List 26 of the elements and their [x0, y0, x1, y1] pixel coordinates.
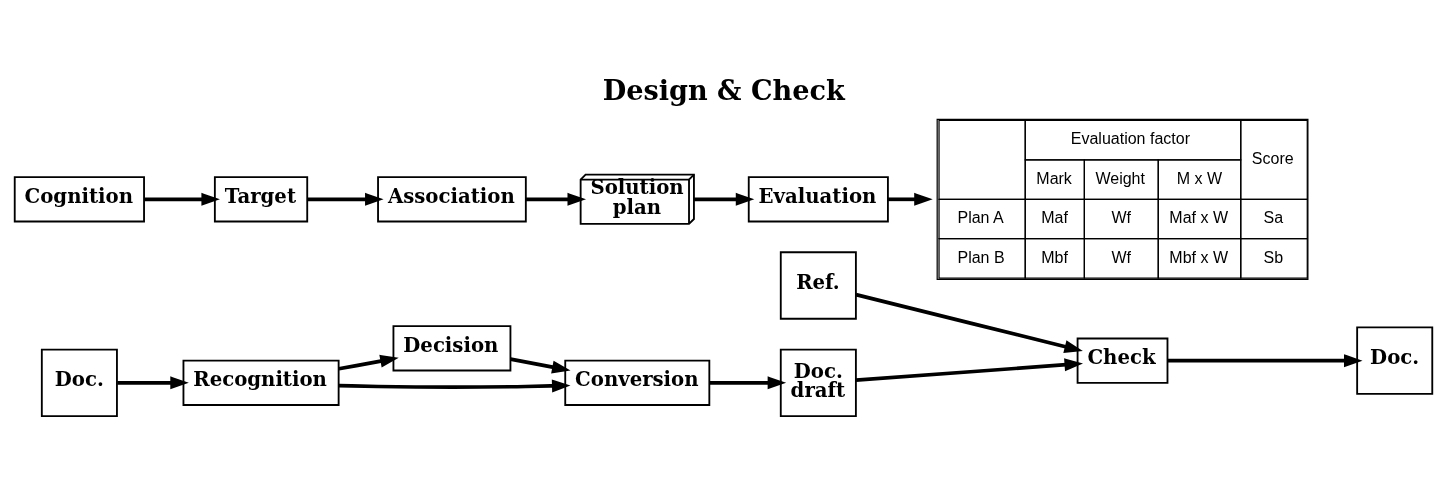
arrow	[526, 192, 586, 206]
arrow	[338, 354, 399, 371]
node-box: Evaluation	[747, 175, 889, 222]
diagram-title: Design & Check	[602, 74, 845, 106]
node-box: Doc. draft	[779, 348, 857, 417]
node-box: Association	[377, 175, 527, 222]
node-box: Cognition	[13, 175, 145, 222]
arrow	[338, 378, 571, 392]
arrow	[144, 192, 220, 206]
arrow	[709, 375, 787, 389]
node-box: Conversion	[564, 359, 711, 406]
node-box: Check	[1076, 337, 1169, 384]
arrow	[510, 356, 571, 373]
node-box: Recognition	[182, 359, 340, 406]
arrow	[888, 192, 933, 206]
arrow	[855, 292, 1083, 353]
node-box: Ref.	[779, 250, 857, 320]
node-box: Doc.	[40, 348, 118, 417]
node-box: Target	[213, 175, 309, 222]
node-box: Decision	[392, 324, 512, 371]
arrow	[855, 357, 1083, 382]
arrow	[694, 192, 755, 206]
node-box: Doc.	[1356, 325, 1434, 395]
arrow	[1167, 353, 1363, 367]
arrow	[307, 192, 384, 206]
arrow	[117, 375, 189, 389]
